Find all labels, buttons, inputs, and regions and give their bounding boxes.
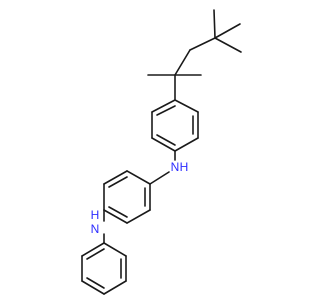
bond bbox=[126, 209, 151, 224]
bond bbox=[81, 280, 105, 295]
bond bbox=[86, 277, 105, 289]
bond bbox=[108, 206, 128, 218]
bond bbox=[174, 137, 199, 152]
hydrogen-label-lower: H bbox=[91, 208, 100, 222]
bond bbox=[189, 37, 216, 51]
bond bbox=[103, 242, 127, 257]
atom-label-layer: N H N H bbox=[91, 160, 189, 236]
hydrogen-label-upper: H bbox=[180, 160, 189, 174]
bond bbox=[151, 137, 176, 152]
bond bbox=[103, 280, 127, 295]
bond bbox=[151, 99, 176, 113]
bond bbox=[214, 37, 242, 53]
bond bbox=[213, 9, 216, 39]
bond bbox=[108, 176, 128, 188]
bond bbox=[103, 209, 128, 224]
nitrogen-label-lower: N bbox=[91, 222, 100, 236]
bond-layer bbox=[81, 9, 242, 295]
bond bbox=[214, 23, 241, 39]
bond bbox=[86, 248, 105, 260]
chemical-structure: N H N H bbox=[81, 9, 242, 295]
bond bbox=[174, 99, 199, 113]
bond bbox=[156, 105, 176, 116]
bond bbox=[149, 171, 170, 185]
bond bbox=[103, 170, 128, 185]
nitrogen-label-upper: N bbox=[171, 160, 180, 174]
bond bbox=[156, 134, 176, 146]
bond bbox=[81, 242, 105, 257]
bond bbox=[126, 170, 151, 185]
bond bbox=[174, 49, 191, 76]
